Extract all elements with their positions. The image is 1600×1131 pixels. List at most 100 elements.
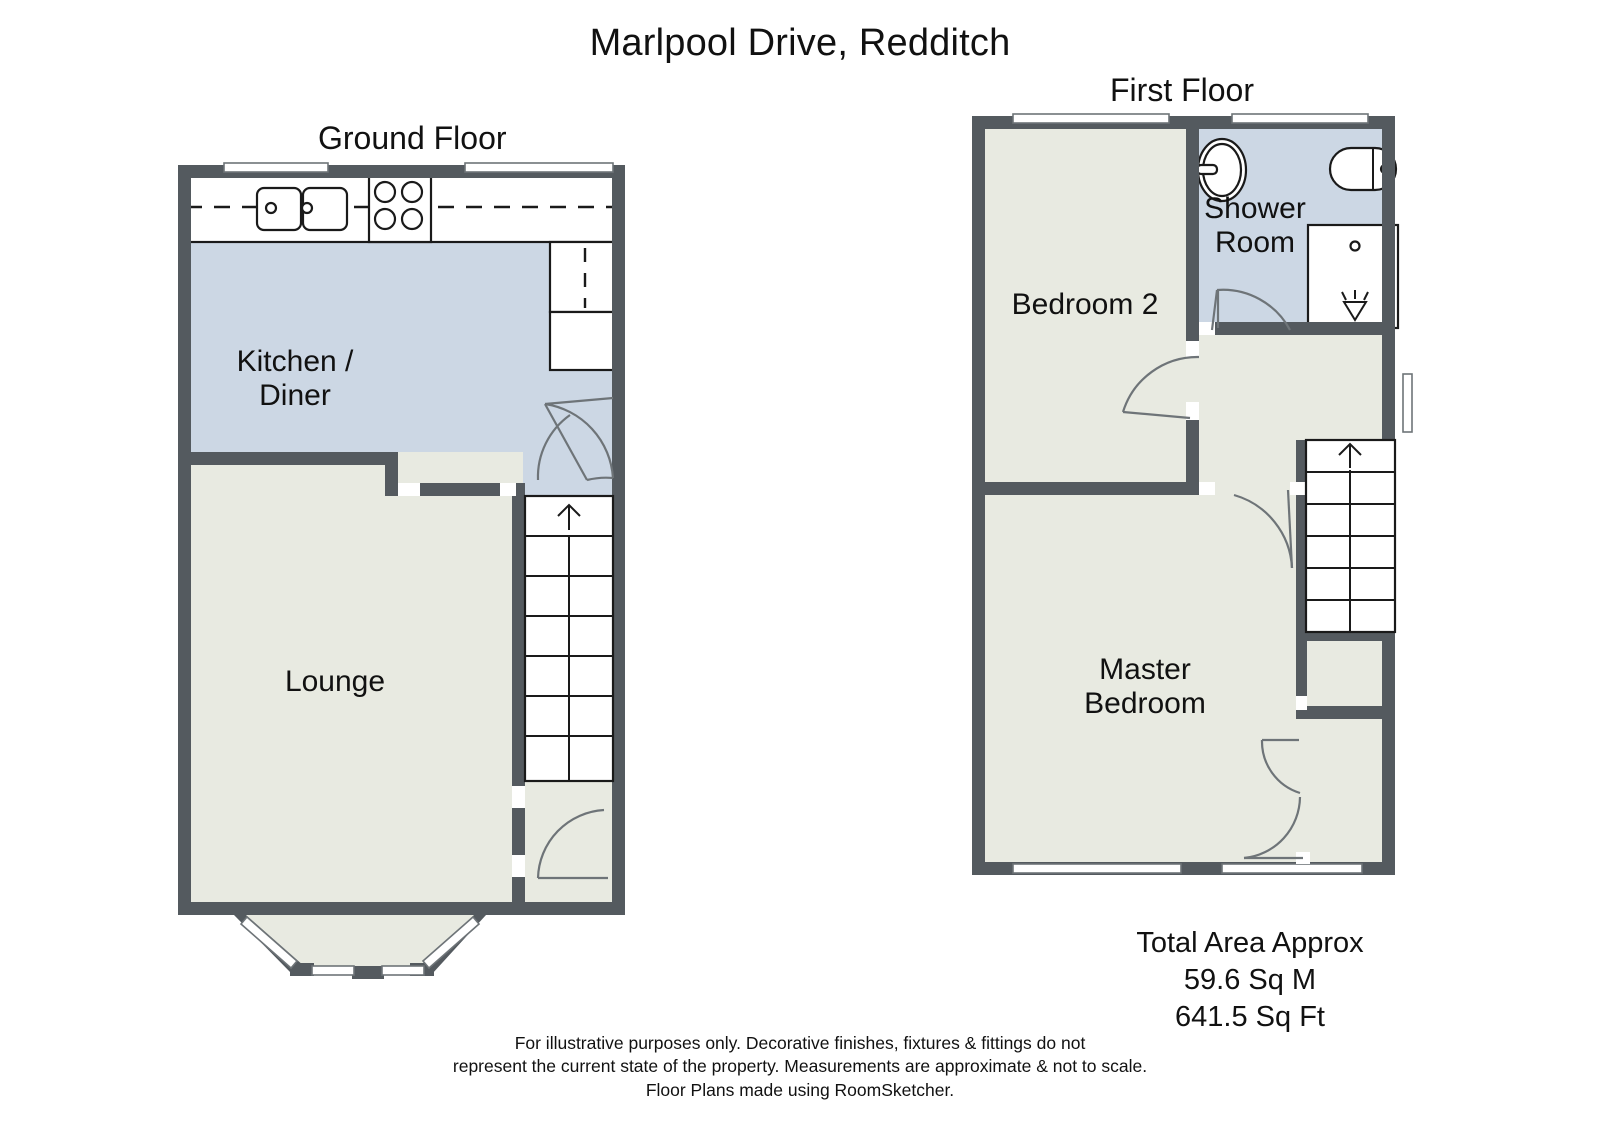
room-label-kitchen-diner: Kitchen / Diner [236,345,354,412]
hob-burner-2 [400,180,424,204]
sink-basin-right [301,186,349,232]
hob-burner-3 [373,207,397,231]
wall-cupboard-bottom [1296,706,1395,719]
bay-window-floor [240,915,480,968]
first-floor-heading: First Floor [1110,72,1254,108]
window-master-left [1012,863,1182,874]
window-bay-centre-right [381,965,425,976]
wall-cupboard-left [1296,635,1307,715]
wall-gf-left [178,165,191,915]
entry-door [536,808,608,880]
staircase-outline-ff [1304,438,1397,634]
window-master-right [1221,863,1363,874]
first-floor-fills [972,116,1395,875]
opening-shower-door-jamb [1186,341,1199,357]
wall-bay-right [420,915,486,974]
bed2-door-leaf [1122,410,1191,420]
room-label-lounge: Lounge [284,665,386,698]
disclaimer-line-1: For illustrative purposes only. Decorati… [514,1033,1086,1053]
window-kitchen-right [464,162,614,173]
shower-head-spray [1341,290,1369,301]
first-floor-door-openings [1186,322,1310,864]
wall-shower-landing [1199,322,1395,335]
kitchen-double-doors [536,396,615,482]
wall-bay-joint-right [410,963,434,976]
ground-staircase-up [523,494,615,783]
total-area-sqm: 59.6 Sq M [1183,964,1317,997]
stair-direction-arrow-ff [1338,442,1362,468]
first-staircase-up [1304,438,1397,634]
window-bedroom2 [1012,113,1170,124]
wall-lounge-kitchen-h2 [385,483,520,496]
ground-floor-door-openings [398,483,525,877]
opening-cupboard [1296,696,1307,710]
first-floor-windows [1012,113,1413,874]
basin-tap [1195,163,1219,176]
wall-landing-master-stub [1199,482,1212,495]
master-door-arc [1233,493,1294,569]
door-arc-kitchen-b [586,476,614,482]
total-area-sqft: 641.5 Sq Ft [1175,1001,1325,1034]
shower-head [1342,301,1368,322]
ground-floor-windows [223,162,614,976]
shower-drain [1349,240,1361,252]
wall-gf-top [178,165,625,178]
hob-unit [367,170,433,244]
toilet-flush [1379,163,1391,175]
opening-cupboard-2 [1296,852,1310,864]
window-bay-right [421,915,481,970]
shower-room-floor [1194,116,1395,332]
wall-bed2-shower [1186,116,1199,341]
bed2-door-arc [1121,355,1200,413]
hob-burner-1 [373,180,397,204]
window-bay-left [239,915,299,970]
wash-basin-inner [1201,142,1243,198]
total-area-caption: Total Area Approx [1136,927,1364,959]
total-area-block: Total Area Approx 59.6 Sq M 641.5 Sq Ft [1080,925,1420,1036]
room-label-bedroom-2: Bedroom 2 [1011,288,1159,321]
cupboard-doors [1243,738,1303,860]
opening-landing-master [1290,482,1308,495]
disclaimer-block: For illustrative purposes only. Decorati… [0,1032,1600,1102]
door-leaf-kitchen-b [544,403,588,481]
room-label-shower-room: Shower Room [1204,192,1306,259]
opening-lounge-hall [512,786,525,808]
cupboard-door-arc-b [1243,796,1302,860]
wall-bed2-bottom [972,482,1199,495]
wall-bay-joint-left [290,963,314,976]
room-label-master-bedroom: Master Bedroom [1084,653,1206,720]
door-leaf-kitchen-a [544,396,614,406]
stair-direction-arrow-gf [557,503,581,530]
ground-floor-walls [178,165,625,979]
base-unit-lower [548,310,622,372]
staircase-outline-gf [523,494,615,783]
sink-tap-right [300,201,314,215]
shower-room-fixtures [1195,137,1400,330]
ground-floor-plan [178,162,625,979]
first-floor-plan [972,113,1413,875]
wall-gf-right-upper [612,165,625,495]
master-bedroom-door [1233,489,1294,569]
ground-floor-heading: Ground Floor [318,120,507,156]
bedroom2-floor [972,116,1194,494]
master-door-leaf [1286,489,1294,569]
wall-stairwell-left [1296,440,1306,635]
opening-shower-door [1199,322,1215,335]
opening-lounge-kitchen [398,483,420,496]
wall-gf-right-lower [612,495,625,915]
wall-gf-bottom [178,902,625,915]
wall-ff-bottom [972,862,1395,875]
wall-lounge-kitchen-v [385,452,398,495]
sink-tap-left [264,201,278,215]
hob-burner-4 [400,207,424,231]
sink-basin-left [255,186,303,232]
kitchen-units [182,170,622,372]
door-arc-kitchen-c [536,414,571,481]
wall-ff-left [972,116,985,875]
wall-ff-top [972,116,1395,129]
lounge-floor [178,452,523,915]
ground-floor-fills [178,165,625,968]
cupboard-door-arc-a [1260,739,1301,795]
opening-hall-kitchen [500,483,516,496]
